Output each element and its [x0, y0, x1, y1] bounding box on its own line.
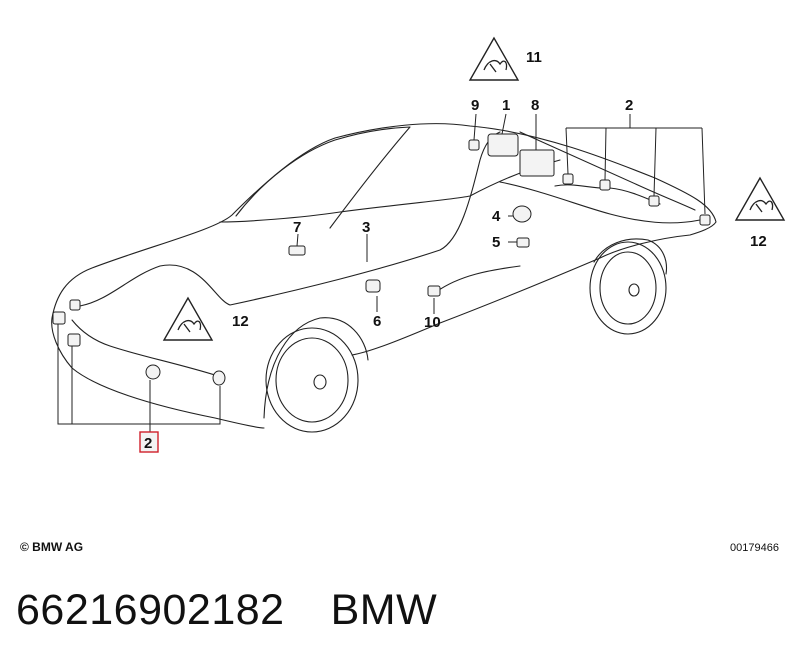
callout-1: 1	[502, 97, 510, 114]
sensor-front-d	[699, 214, 711, 226]
footer-line: 66216902182 BMW	[16, 586, 437, 635]
callout-2-highlight: 2	[144, 435, 152, 452]
windshield	[519, 131, 696, 211]
callout-12-left: 12	[232, 313, 249, 330]
front-wheel	[589, 238, 668, 335]
callout-7: 7	[293, 219, 301, 236]
harness-branch-10	[435, 265, 521, 293]
wiring-harness	[79, 131, 501, 307]
callout-3: 3	[362, 219, 370, 236]
clip-10	[427, 285, 441, 297]
bracket	[519, 149, 555, 177]
callout-12-right: 12	[750, 233, 767, 250]
sensor-front-b	[599, 179, 611, 191]
harness-branch-front	[499, 181, 701, 224]
warning-triangle-icon-top	[468, 36, 520, 81]
rear-wheel	[263, 317, 369, 433]
callout-9: 9	[471, 97, 479, 114]
warning-triangle-icon-left	[162, 296, 214, 341]
callout-10: 10	[424, 314, 441, 331]
highlight-box	[139, 431, 159, 453]
sensor-rear-a	[52, 311, 66, 325]
part-number: 66216902182	[16, 586, 285, 634]
callout-2-top: 2	[625, 97, 633, 114]
buzzer-4	[512, 205, 532, 223]
side-window	[219, 159, 561, 223]
nut-5	[516, 237, 530, 248]
brand-name: BMW	[330, 586, 438, 634]
callout-4: 4	[492, 208, 501, 225]
connector-7	[288, 245, 306, 256]
sensor-6	[365, 279, 381, 293]
connector-9	[468, 139, 480, 151]
control-unit	[487, 133, 519, 157]
callout-5: 5	[492, 234, 500, 251]
sensor-rear-c	[67, 333, 81, 347]
copyright-notice: © BMW AG	[20, 540, 84, 554]
harness-branch-rear	[71, 319, 219, 377]
callout-6: 6	[373, 313, 381, 330]
sensor-front-c	[648, 195, 660, 207]
callout-11: 11	[526, 49, 542, 66]
sensor-rear-d	[145, 364, 161, 380]
sensor-rear-e	[212, 370, 226, 386]
rear-window	[235, 126, 411, 229]
diagram-number: 00179466	[730, 542, 779, 554]
sensor-front-a	[562, 173, 574, 185]
warning-triangle-icon-right	[734, 176, 786, 221]
callout-8: 8	[531, 97, 539, 114]
sensor-rear-b	[69, 299, 81, 311]
car-body-outline	[51, 123, 717, 356]
